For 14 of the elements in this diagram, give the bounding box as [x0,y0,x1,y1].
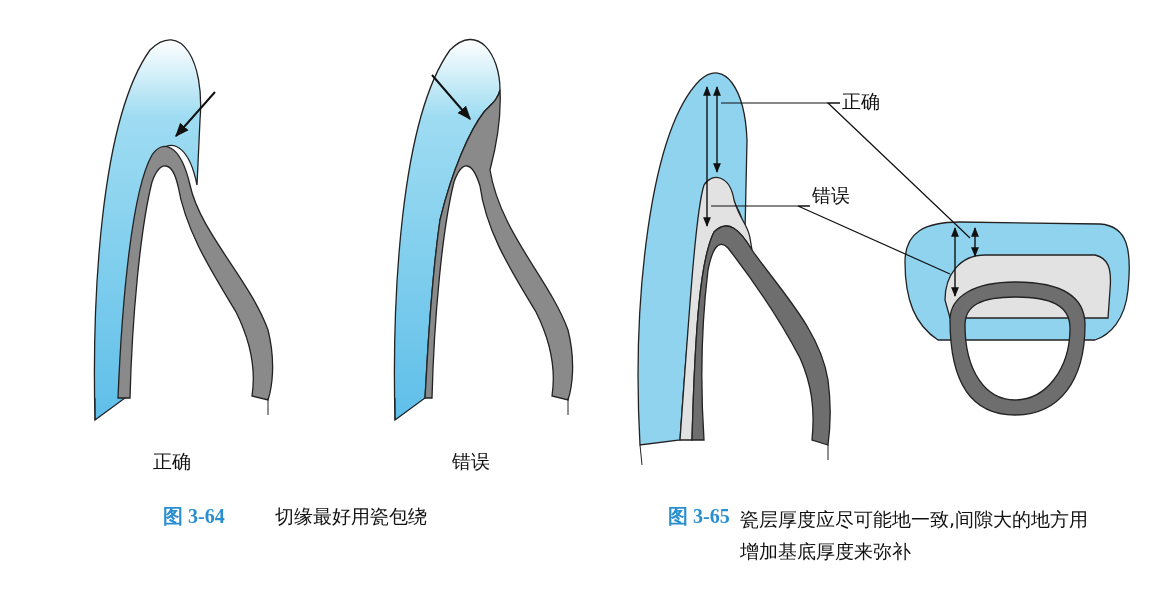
figure-caption: 瓷层厚度应尽可能地一致,间隙大的地方用增加基底厚度来弥补 [740,507,1090,564]
view-label: 正确 [153,449,191,474]
leader-line [797,205,951,275]
dimension-arrow [971,227,979,257]
dimension-arrow [703,86,711,227]
figure-caption: 切缘最好用瓷包绕 [275,504,427,529]
callout-label: 正确 [842,88,880,114]
leader-line [826,102,971,239]
callout-label: 错误 [812,182,850,208]
dimension-arrow [951,227,959,297]
view-label: 错误 [452,449,490,474]
dimension-arrow [713,86,721,173]
figure-number: 图 3-64 [163,504,225,529]
figure-number: 图 3-65 [668,504,730,529]
